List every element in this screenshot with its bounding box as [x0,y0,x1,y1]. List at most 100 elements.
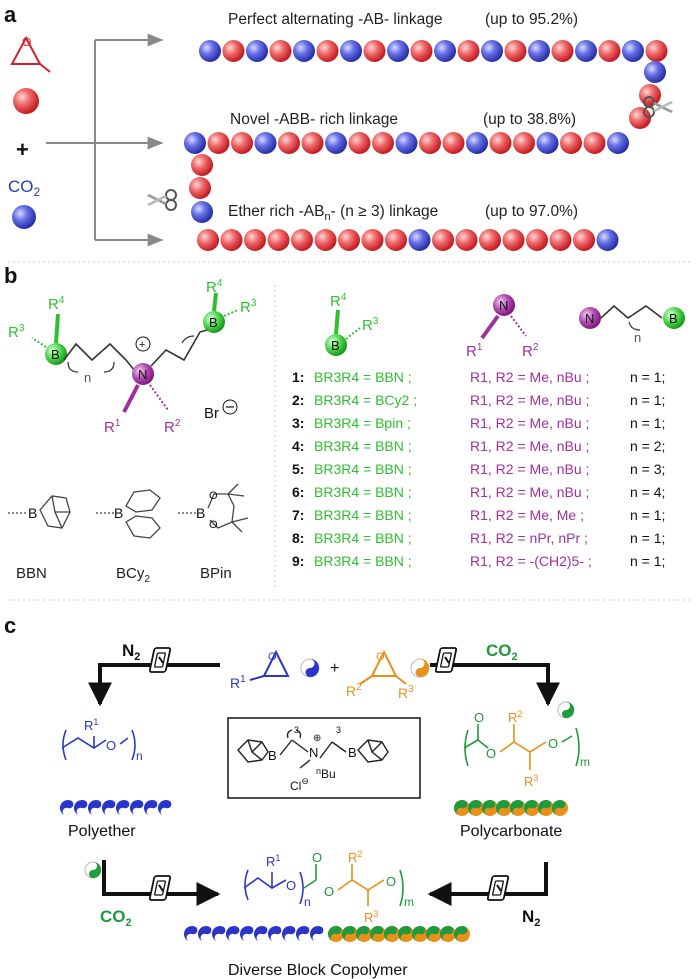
bead [395,132,418,154]
bead [293,40,315,62]
bbn-label: BBN [16,565,47,582]
bead [363,40,386,62]
branch-arrows [46,33,164,247]
bead [340,40,362,62]
svg-text:O: O [22,35,31,49]
monomer-token [296,926,312,942]
svg-text:O: O [474,710,484,725]
bead [191,201,213,223]
monomer-epoxide-1: O R1 [230,649,290,691]
panel-c-label: c [4,613,16,638]
bead [372,132,394,154]
svg-text:m: m [404,895,414,909]
bead [598,40,621,62]
table-row-n: n = 1; [630,553,665,569]
chain-label-abn: Ether rich -ABn- (n ≥ 3) linkage [228,203,438,223]
svg-text:n: n [304,895,311,909]
bead [573,229,595,251]
monomer-token [60,800,76,816]
catalyst-general-structure: B R4 R3 B R4 R3 n N + R1 R2 Br [8,278,257,436]
bead [291,229,313,251]
bead [622,40,644,62]
svg-text:R4: R4 [330,292,347,310]
copolymer-structure: R1 O n O O R2 R3 O m [243,849,414,925]
table-row-n: n = 1; [630,507,665,523]
monomer-token [328,926,344,942]
table-row-boron: BR3R4 = BCy2 ; [314,392,417,408]
bead [222,40,245,62]
bead [457,40,480,62]
nitrogen-fragment-header: N R1 R2 [466,294,539,360]
bead [191,154,213,176]
table-row-boron: BR3R4 = BBN ; [314,507,412,523]
monomer-token [184,926,200,942]
table-row-amine: R1, R2 = nPr, nPr ; [470,530,588,546]
monomer-token [116,800,132,816]
catalyst-box [227,717,421,799]
svg-text:3: 3 [294,725,299,735]
svg-text:3: 3 [336,725,341,735]
monomer-token [310,926,326,942]
monomer-token [254,926,270,942]
monomer-token [552,800,568,816]
monomer-epoxide-2: O R2 R3 [346,649,414,701]
svg-text:N: N [585,311,594,326]
bead [301,132,324,154]
bead [434,40,456,62]
table-row-id: 6: [292,484,304,500]
monomer-token [342,926,358,942]
svg-text:⊕: ⊕ [313,733,321,744]
table-row-id: 2: [292,392,304,408]
svg-text:O: O [286,878,296,893]
scissors-icon-left [146,189,177,211]
svg-text:R1: R1 [104,418,121,436]
bead [314,229,337,251]
svg-text:n: n [84,370,91,385]
monomer-token [426,926,442,942]
panel-a-label: a [4,2,17,27]
monomer-token [398,926,414,942]
svg-text:O: O [376,651,385,663]
bead [536,132,559,154]
table-row-boron: BR3R4 = BBN ; [314,369,412,385]
svg-text:O: O [312,850,322,865]
bead [528,40,550,62]
n2-label-top: N2 [122,641,140,663]
bead [489,132,512,154]
bromide-counterion: Br [204,405,219,422]
table-row-n: n = 2; [630,438,665,454]
table-row-amine: R1, R2 = Me, Me ; [470,507,584,523]
boron-atom-right [203,311,225,333]
svg-text:R3: R3 [8,323,25,341]
monomer-token [102,800,118,816]
bead [504,40,527,62]
bead [325,132,347,154]
bead [385,229,407,251]
table-row-boron: BR3R4 = Bpin ; [314,415,411,431]
bead [254,132,277,154]
svg-text:O: O [386,874,396,889]
table-row-amine: R1, R2 = Me, nBu ; [470,438,589,454]
bead [269,40,292,62]
table-row-id: 5: [292,461,304,477]
svg-text:O: O [106,738,116,753]
bead [231,132,253,154]
polycarbonate-bead-row [454,800,568,816]
monomer-token [268,926,284,942]
table-row-n: n = 4; [630,484,665,500]
table-row-amine: R1, R2 = Me, nBu ; [470,369,589,385]
svg-text:B: B [28,505,37,521]
co2-label-top: CO2 [486,641,518,663]
svg-text:R3: R3 [362,316,379,334]
table-row-amine: R1, R2 = Me, nBu ; [470,461,589,477]
svg-text:N: N [138,367,147,382]
table-row-id: 1: [292,369,304,385]
monomer-token [282,926,298,942]
bead [207,132,230,154]
borane-structures: B B B O O [8,483,249,539]
svg-text:+: + [139,339,145,351]
svg-text:B: B [114,505,123,521]
bead [481,40,503,62]
svg-text:O: O [324,884,334,899]
monomer-token [412,926,428,942]
